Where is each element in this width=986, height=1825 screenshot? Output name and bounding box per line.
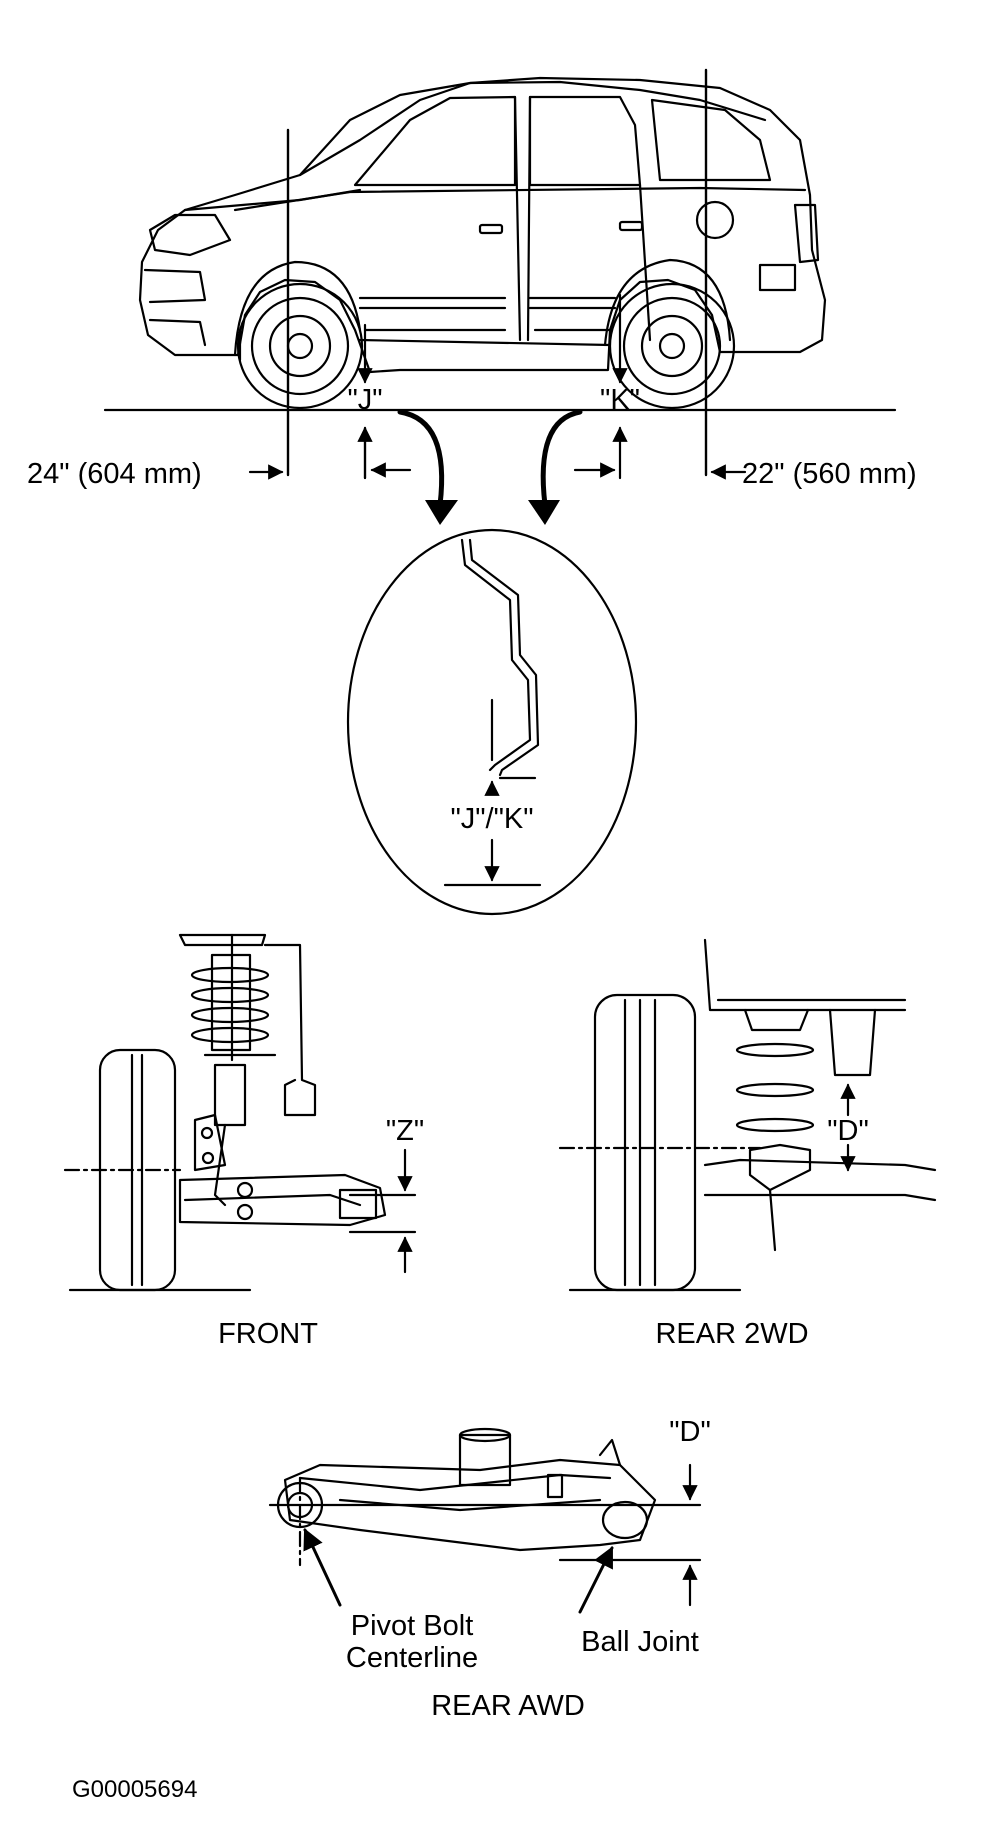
rear-awd-view xyxy=(268,1427,702,1614)
rear-awd-control-arm xyxy=(283,1458,657,1552)
rocker-panel-profile xyxy=(460,538,532,772)
point-k-label: "K" xyxy=(600,384,640,416)
point-d-awd-label: "D" xyxy=(669,1416,711,1448)
front-suspension-view xyxy=(63,933,417,1292)
rear-offset-label: 22" (560 mm) xyxy=(742,458,917,490)
rear-tire xyxy=(593,993,697,1292)
view-front-label: FRONT xyxy=(218,1318,318,1350)
point-jk-label: "J"/"K" xyxy=(450,803,534,835)
view-rear-2wd-label: REAR 2WD xyxy=(655,1318,809,1350)
point-z-label: "Z" xyxy=(385,1115,425,1147)
front-door-window xyxy=(353,95,517,187)
front-wheel xyxy=(236,282,364,410)
quarter-window xyxy=(650,98,772,182)
front-lower-control-arm xyxy=(178,1173,387,1227)
view-rear-awd-label: REAR AWD xyxy=(431,1690,585,1722)
rear-door-window xyxy=(528,95,642,187)
pivot-bolt-callout: Pivot Bolt Centerline xyxy=(346,1610,478,1675)
point-j-label: "J" xyxy=(347,384,383,416)
ball-joint-callout: Ball Joint xyxy=(581,1626,699,1658)
vehicle-side-view xyxy=(103,68,897,525)
figure-id: G00005694 xyxy=(72,1776,198,1803)
k-transfer-arrow xyxy=(540,409,583,508)
rear-wheel xyxy=(608,282,736,410)
pivot-bolt-line1: Pivot Bolt xyxy=(350,1610,474,1642)
front-offset-label: 24" (604 mm) xyxy=(27,458,202,490)
pivot-bolt-line2: Centerline xyxy=(345,1642,479,1675)
detail-oval-view xyxy=(346,528,638,916)
rear-2wd-view xyxy=(558,938,937,1292)
j-transfer-arrow xyxy=(397,409,445,508)
point-d-2wd-label: "D" xyxy=(827,1115,869,1147)
